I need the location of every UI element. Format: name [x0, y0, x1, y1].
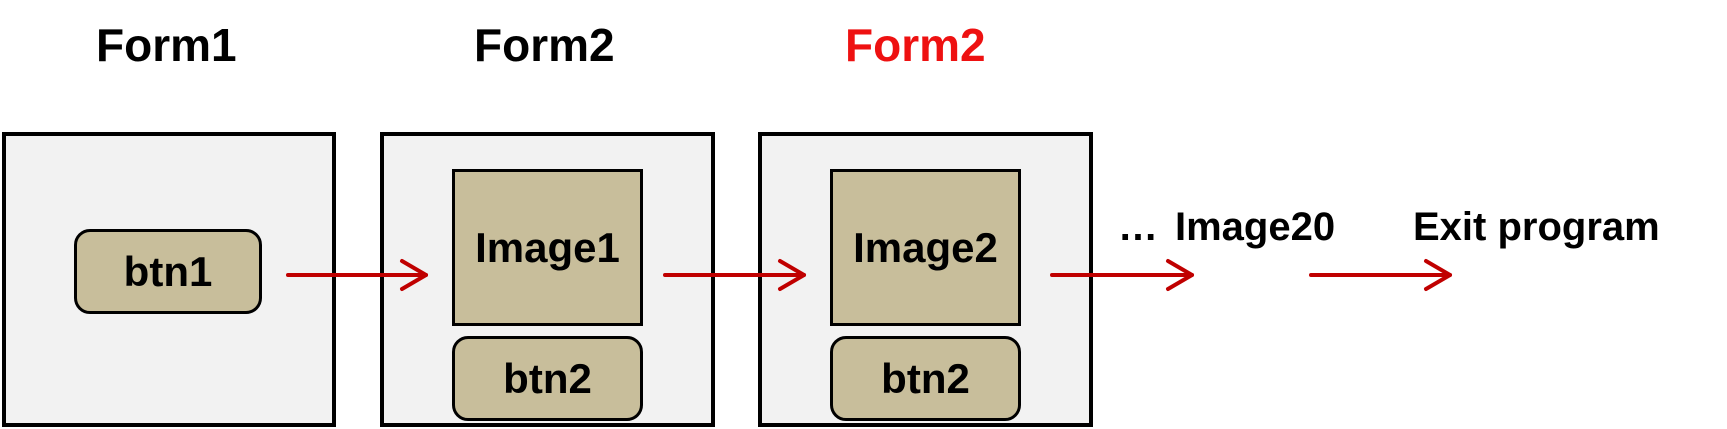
arrow-form1-to-form2 — [286, 259, 428, 291]
btn2-button-repeat[interactable]: btn2 — [830, 336, 1021, 421]
btn2-label-repeat: btn2 — [881, 354, 970, 402]
form2-title: Form2 — [474, 19, 615, 71]
arrow-to-exit — [1309, 259, 1452, 291]
exit-program-label: Exit program — [1413, 205, 1660, 249]
form1-title: Form1 — [96, 19, 237, 71]
form1-window: btn1 — [2, 132, 336, 427]
ellipsis-text: … — [1118, 205, 1158, 249]
arrow-form2-to-form2 — [663, 259, 806, 291]
btn1-button[interactable]: btn1 — [74, 229, 262, 314]
image2-label: Image2 — [853, 223, 998, 271]
image2-picture: Image2 — [830, 169, 1021, 326]
image1-label: Image1 — [475, 223, 620, 271]
btn2-button[interactable]: btn2 — [452, 336, 643, 421]
arrow-to-image20 — [1050, 259, 1194, 291]
form2-window-repeat: Image2 btn2 — [758, 132, 1093, 427]
image20-label: Image20 — [1175, 205, 1336, 249]
form2-highlight-title: Form2 — [845, 19, 986, 71]
image1-picture: Image1 — [452, 169, 643, 326]
btn2-label: btn2 — [503, 354, 592, 402]
btn1-label: btn1 — [123, 247, 213, 295]
form2-window: Image1 btn2 — [380, 132, 715, 427]
